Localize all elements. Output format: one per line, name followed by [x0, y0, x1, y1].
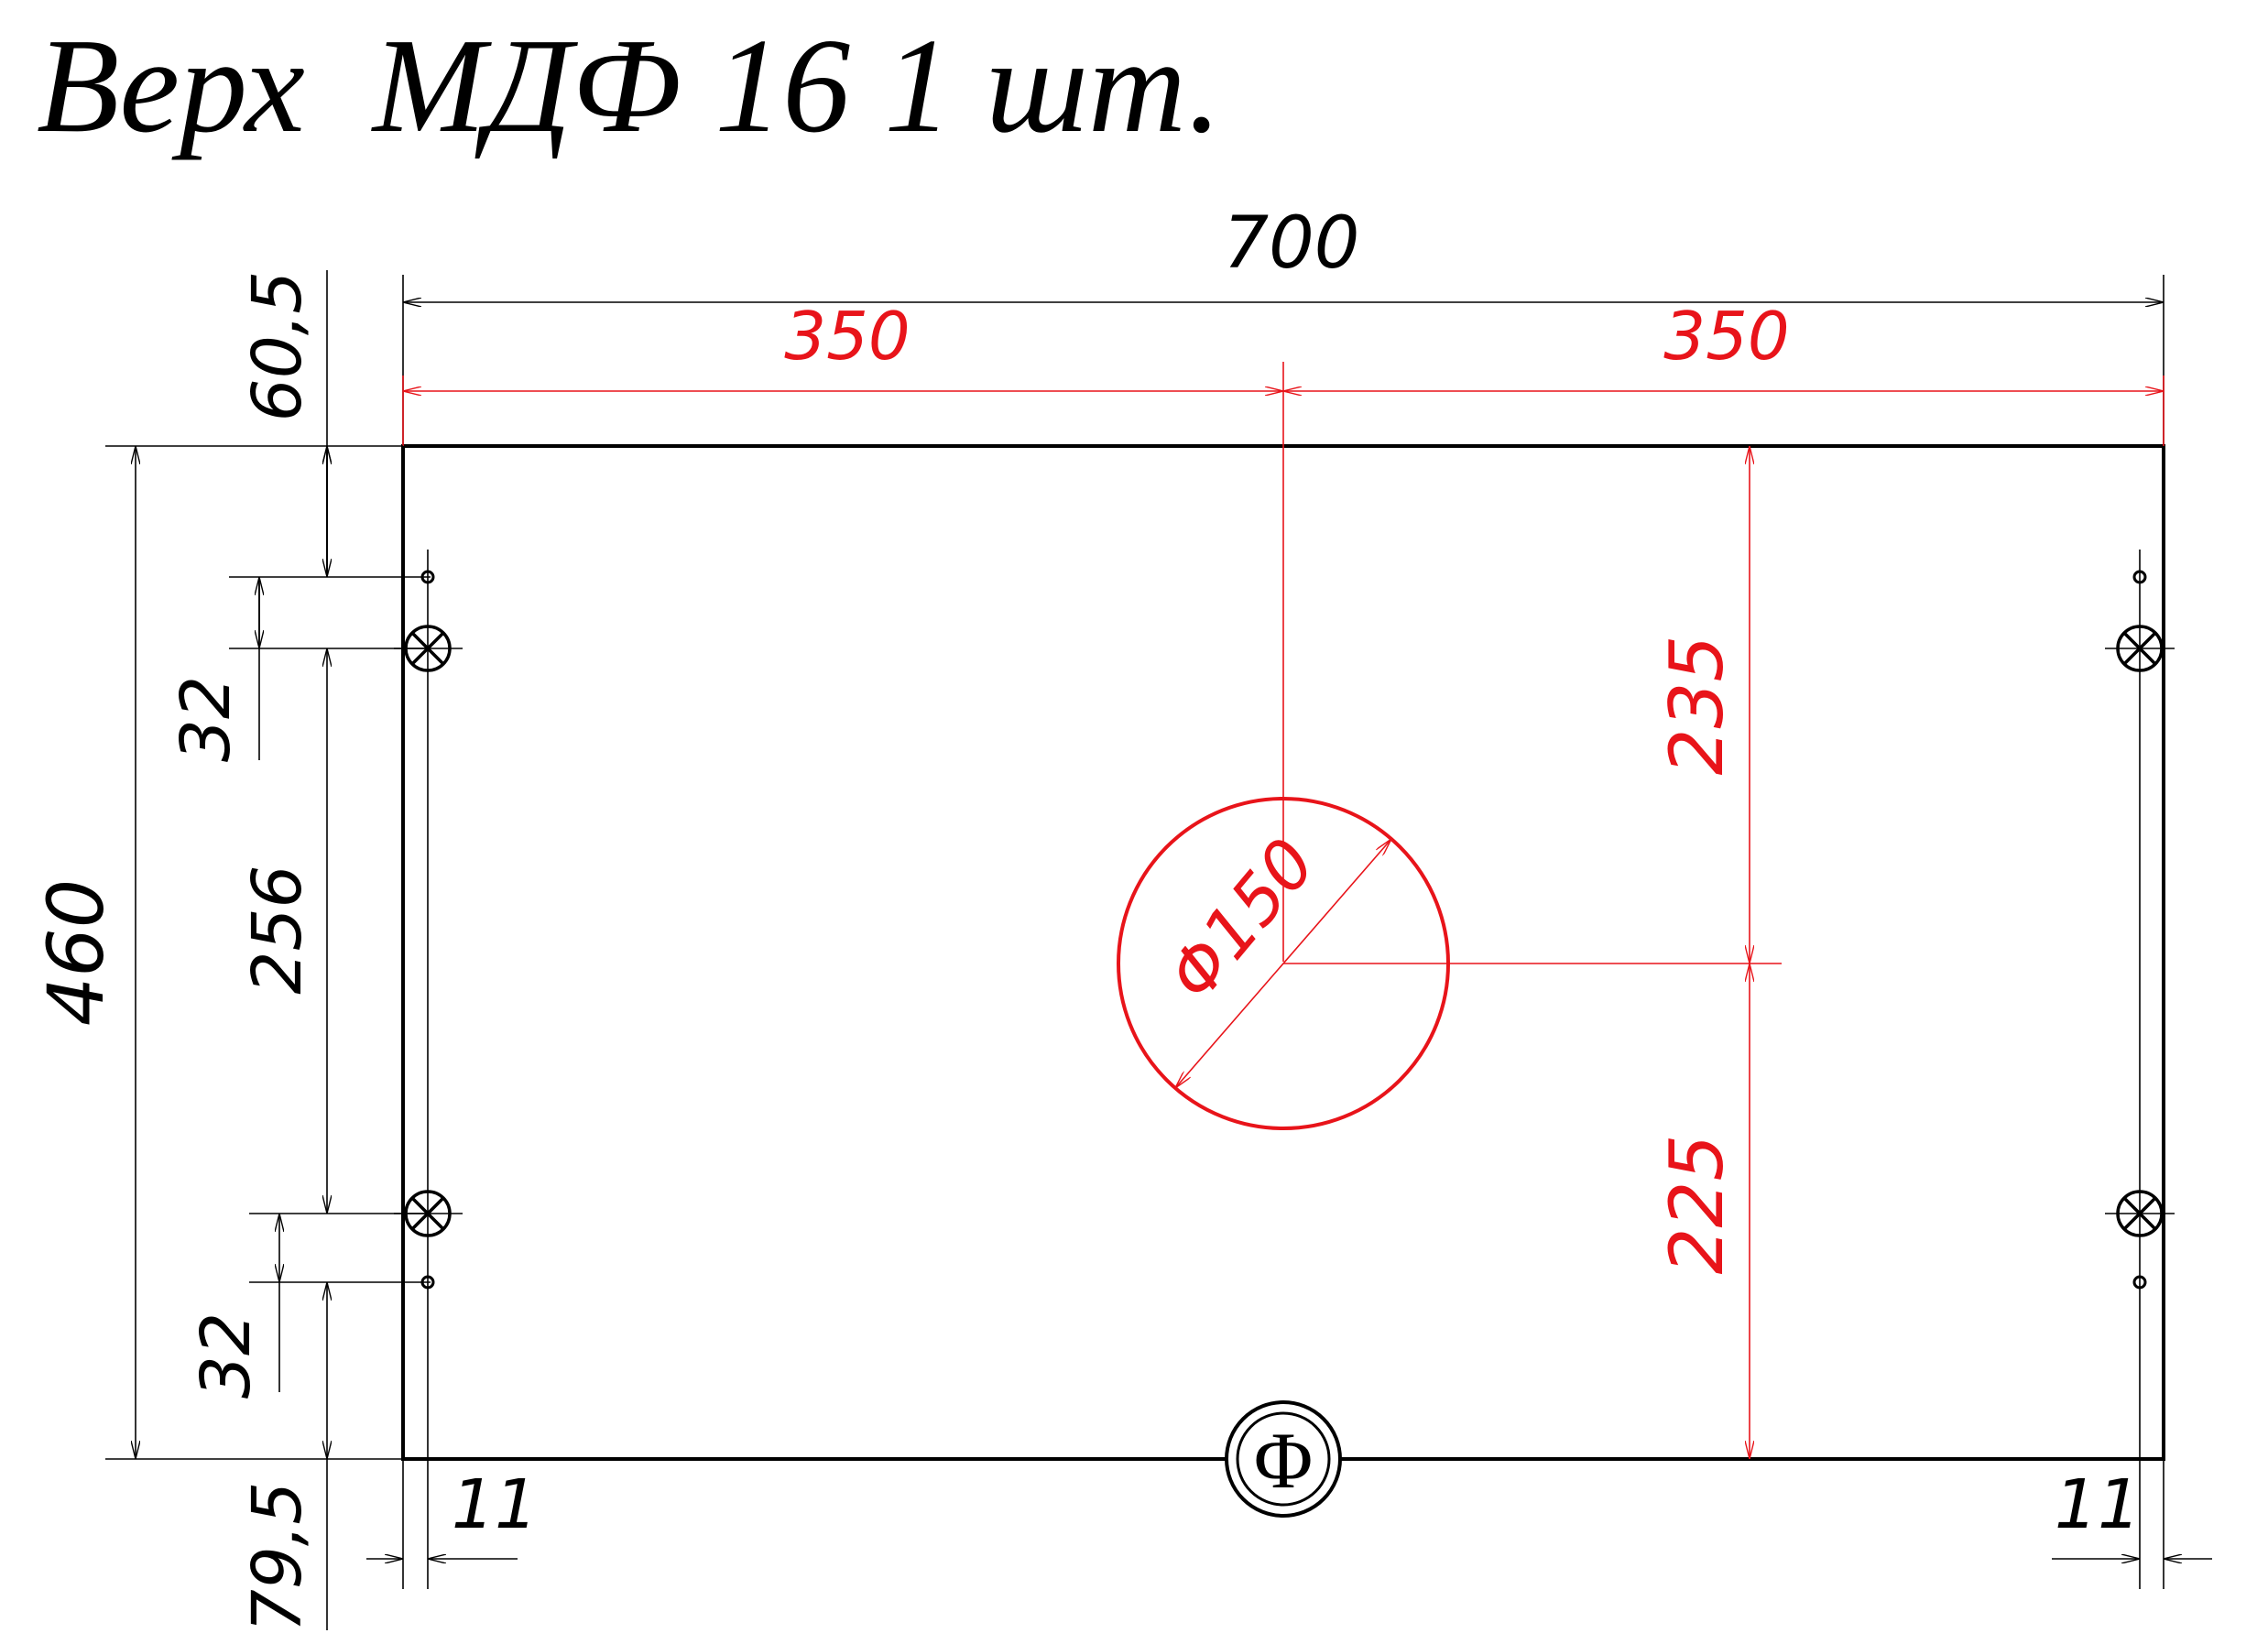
drawing-title: Верх МДФ 16 1 шт.: [37, 11, 1222, 161]
dim-text-overall-height: 460: [31, 879, 121, 1026]
fitting-bottom-right-icon: [2105, 1190, 2175, 1237]
dimension-width-700: 700: [402, 202, 2164, 446]
dim-text-bottom-offset: 79,5: [238, 1482, 317, 1633]
dimension-halves-350: 350 350: [402, 298, 2164, 962]
dim-text-center-bottom: 225: [1654, 1135, 1739, 1275]
dim-text-circle-diameter: Φ150: [1153, 824, 1331, 1015]
facade-mark-symbol: Φ: [1254, 1417, 1313, 1506]
dimension-center-vertical: 235 225: [1283, 446, 1782, 1459]
small-holes: [420, 570, 2147, 1290]
fitting-top-left-icon: [394, 625, 463, 672]
hole-dot-top-left: [420, 570, 435, 584]
dimension-edge-offsets: 11 11: [366, 550, 2212, 1589]
fitting-bottom-left-icon: [394, 1190, 463, 1237]
dimension-left-chain: 60,5 32 256 32 79,5: [167, 270, 431, 1632]
dim-text-half-right: 350: [1663, 298, 1789, 375]
fittings: [394, 625, 2175, 1237]
dim-text-center-top: 235: [1654, 636, 1739, 776]
dim-text-pitch-bottom: 32: [187, 1312, 266, 1399]
dim-text-half-left: 350: [784, 298, 910, 375]
fitting-top-right-icon: [2105, 625, 2175, 672]
facade-mark: Φ: [1225, 1400, 1342, 1518]
dim-text-top-offset: 60,5: [238, 271, 317, 422]
hole-dot-top-right: [2132, 570, 2147, 584]
dim-text-pitch-top: 32: [167, 676, 245, 762]
dim-text-hole-spacing: 256: [238, 865, 317, 994]
dim-text-edge-right: 11: [2055, 1465, 2141, 1544]
dim-text-edge-left: 11: [452, 1465, 538, 1544]
dim-text-overall-width: 700: [1224, 202, 1360, 285]
hole-dot-bottom-right: [2132, 1275, 2147, 1290]
dimension-height-460: 460: [31, 445, 403, 1460]
hole-dot-bottom-left: [420, 1275, 435, 1290]
